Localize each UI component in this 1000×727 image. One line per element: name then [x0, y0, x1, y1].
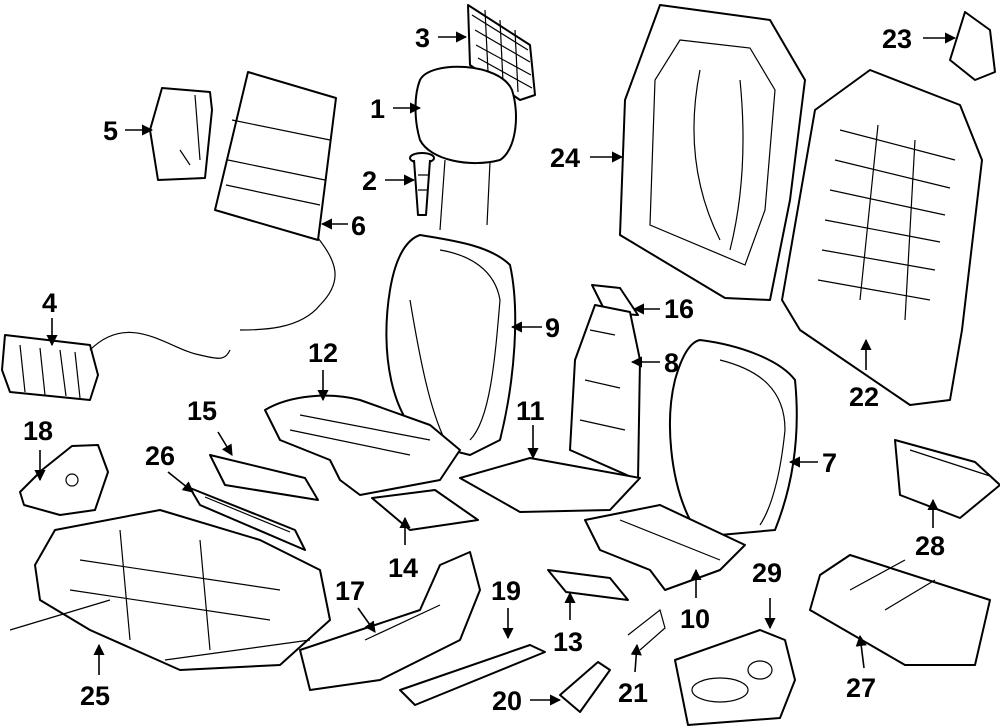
part-2-drawing: [409, 152, 435, 216]
part-11-drawing: [459, 457, 641, 513]
callout-8: 8: [664, 348, 679, 378]
part-20-drawing: [559, 661, 611, 713]
callout-21: 21: [618, 678, 648, 708]
callout-labels: 1 2 3 4 5 6 7 8 9 10 11 12 13 14 15 16 1…: [23, 23, 945, 716]
part-27-drawing: [809, 554, 991, 666]
callout-18: 18: [23, 416, 53, 446]
part-18-drawing: [19, 444, 109, 516]
part-6-drawing: [214, 71, 337, 331]
callout-22: 22: [849, 382, 879, 412]
callout-20: 20: [492, 686, 522, 716]
part-25-drawing: [9, 509, 331, 671]
part-12-drawing: [264, 394, 461, 496]
callout-5: 5: [103, 116, 118, 146]
part-28-drawing: [894, 439, 1000, 519]
part-21-drawing: [627, 608, 666, 651]
callout-leaders: [34, 31, 957, 706]
callout-10: 10: [680, 604, 710, 634]
callout-7: 7: [822, 448, 837, 478]
part-13-drawing: [547, 569, 629, 601]
callout-6: 6: [351, 211, 366, 241]
callout-27: 27: [846, 673, 876, 703]
part-29-drawing: [674, 629, 796, 726]
callout-15: 15: [187, 396, 217, 426]
callout-13: 13: [553, 627, 583, 657]
part-9-drawing: [385, 234, 517, 456]
part-22-drawing: [781, 69, 983, 406]
part-3-drawing: [467, 4, 536, 101]
callout-12: 12: [308, 338, 338, 368]
part-5-drawing: [149, 87, 213, 181]
part-15-drawing: [209, 454, 319, 501]
part-8-drawing: [569, 304, 641, 481]
callout-28: 28: [915, 531, 945, 561]
callout-17: 17: [335, 576, 365, 606]
part-4-drawing: [1, 331, 231, 401]
callout-11: 11: [516, 396, 545, 426]
part-17-drawing: [299, 551, 481, 691]
part-23-drawing: [949, 11, 996, 81]
part-24-drawing: [619, 4, 806, 301]
callout-9: 9: [545, 313, 560, 343]
callout-1: 1: [370, 94, 385, 124]
part-7-drawing: [669, 339, 798, 536]
callout-4: 4: [42, 288, 57, 318]
callout-25: 25: [80, 681, 110, 711]
callout-3: 3: [415, 23, 430, 53]
part-1-drawing: [414, 65, 517, 231]
part-19-drawing: [399, 644, 546, 706]
callout-19: 19: [491, 576, 521, 606]
callout-14: 14: [388, 553, 418, 583]
callout-29: 29: [752, 558, 782, 588]
callout-26: 26: [145, 441, 175, 471]
callout-2: 2: [362, 166, 377, 196]
callout-24: 24: [550, 143, 580, 173]
callout-23: 23: [882, 24, 912, 54]
callout-16: 16: [664, 294, 694, 324]
part-26-drawing: [189, 487, 306, 551]
part-14-drawing: [371, 489, 479, 531]
part-drawings: [1, 4, 1000, 726]
